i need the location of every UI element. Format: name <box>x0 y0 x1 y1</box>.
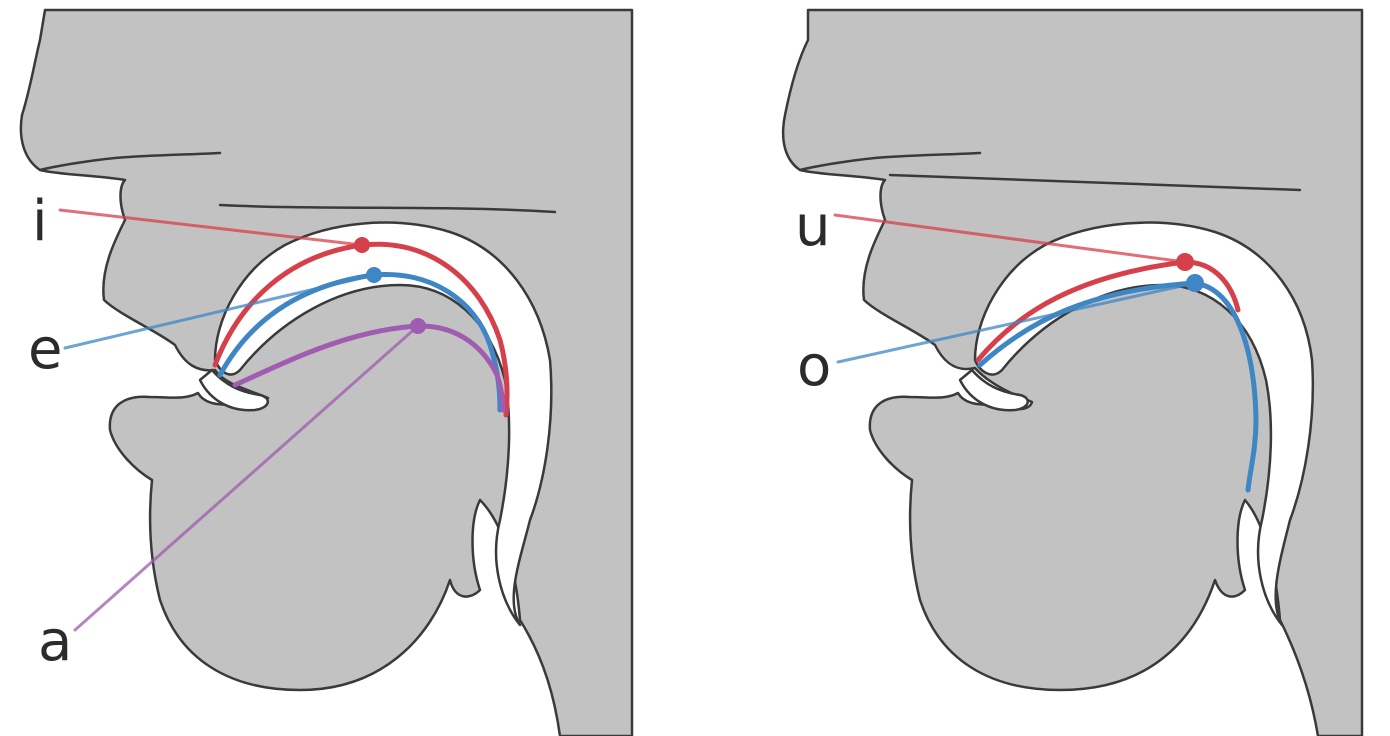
right-nose-detail <box>798 151 982 172</box>
tongue-curve-o <box>977 280 1259 493</box>
left-nose-detail <box>38 151 222 172</box>
left-tongue-positions <box>58 208 510 632</box>
right-tongue-positions <box>833 213 1259 493</box>
tongue-curve-i <box>212 241 510 418</box>
leader-line-a <box>73 324 420 632</box>
tongue-curve-a <box>232 323 506 413</box>
right-palate-line <box>888 173 1302 192</box>
left-palate-line <box>218 203 557 214</box>
tongue-curve-u <box>975 259 1241 363</box>
tongue-curve-e <box>217 271 503 413</box>
leader-line-o <box>836 281 1197 364</box>
vowel-label-e: e <box>28 317 62 382</box>
left-face-silhouette <box>19 8 634 736</box>
leader-line-e <box>63 273 376 350</box>
right-lower-lip-notch <box>958 368 1029 412</box>
left-oral-cavity <box>213 221 553 627</box>
left-lower-lip-notch <box>198 368 269 412</box>
leader-line-i <box>58 208 364 247</box>
vowel-label-u: u <box>795 194 831 259</box>
right-head-cross-section <box>781 8 1364 736</box>
left-head-cross-section <box>19 8 634 736</box>
right-face-silhouette <box>781 8 1364 736</box>
vowel-label-i: i <box>32 189 48 254</box>
leader-line-u <box>833 213 1187 264</box>
vowel-label-a: a <box>38 609 72 674</box>
vowel-label-o: o <box>797 334 831 399</box>
